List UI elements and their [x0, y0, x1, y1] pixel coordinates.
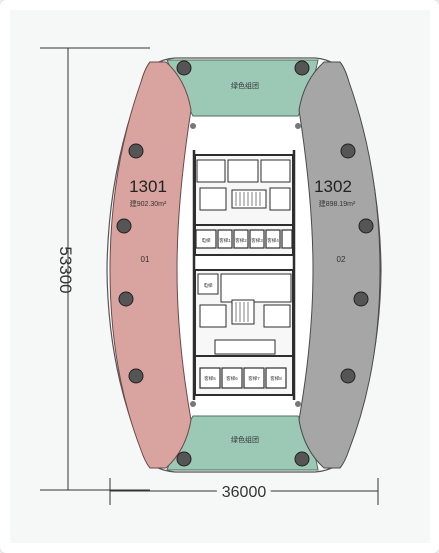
unit-1302-index: 02 — [337, 255, 346, 264]
column-icon — [295, 401, 301, 407]
core-upper-car-2: 客梯2 — [235, 237, 247, 244]
column-icon — [116, 218, 132, 234]
core-upper-car-1: 客梯1 — [219, 237, 231, 244]
column-icon — [176, 451, 192, 467]
core-upper-car-3: 客梯3 — [251, 237, 263, 244]
core-upper-car-4: 客梯4 — [267, 237, 279, 244]
unit-1302-number: 1302 — [314, 177, 352, 196]
column-icon — [294, 60, 310, 76]
unit-1301-index: 01 — [141, 255, 150, 264]
unit-1301-area[interactable] — [109, 61, 192, 469]
core-lower-small-label: 电梯 — [204, 282, 213, 289]
unit-1302-area-label: 建898.19m² — [319, 199, 356, 208]
core-lower-car-3: 客梯7 — [248, 375, 260, 382]
green-area-top-label: 绿色组团 — [231, 81, 259, 90]
column-icon — [128, 143, 144, 159]
column-icon — [176, 60, 192, 76]
width-dimension-label: 36000 — [222, 484, 267, 501]
unit-1302-area[interactable] — [298, 61, 381, 469]
column-icon — [340, 368, 356, 384]
column-icon — [190, 401, 196, 407]
core-lower-car-4: 客梯8 — [270, 375, 282, 382]
core — [194, 154, 294, 396]
height-dimension — [40, 47, 150, 491]
green-area-bottom-label: 绿色组团 — [231, 435, 259, 444]
column-icon — [118, 291, 134, 307]
core-walls — [192, 150, 296, 400]
column-icon — [128, 368, 144, 384]
column-icon — [190, 123, 196, 129]
column-icon — [294, 451, 310, 467]
column-icon — [340, 143, 356, 159]
columns — [116, 60, 374, 467]
column-icon — [358, 218, 374, 234]
unit-1301-area-label: 建902.30m² — [130, 199, 167, 208]
height-dimension-label: 53300 — [56, 246, 75, 293]
unit-1301-number: 1301 — [129, 177, 167, 196]
core-lower-car-1: 客梯5 — [204, 375, 216, 382]
column-icon — [353, 291, 369, 307]
core-upper-small-label: 电梯 — [202, 237, 211, 244]
small-columns — [190, 123, 301, 407]
core-lower-car-2: 客梯6 — [226, 375, 238, 382]
width-dimension — [109, 478, 379, 505]
column-icon — [295, 123, 301, 129]
